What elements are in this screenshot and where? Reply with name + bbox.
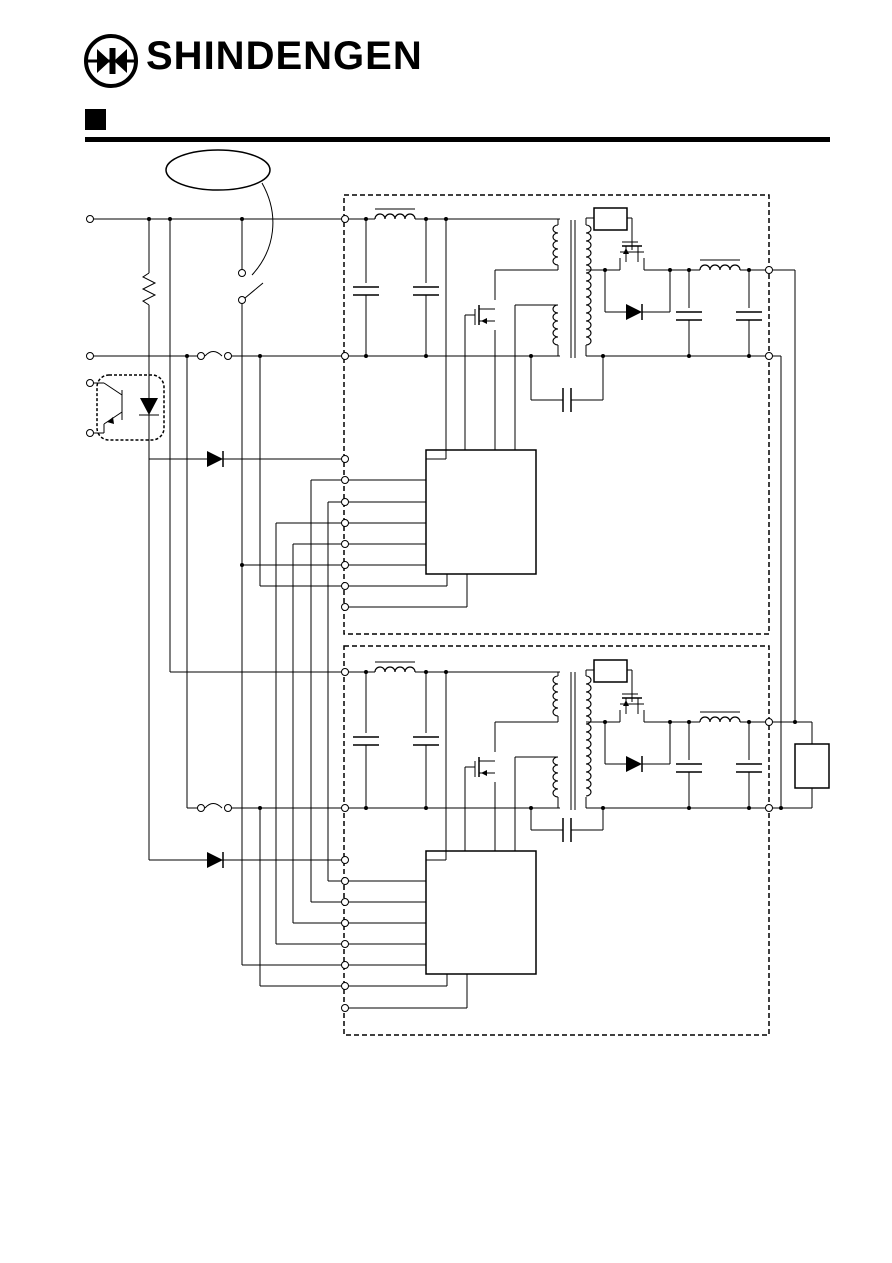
shindengen-diode-logo-icon [84,34,138,88]
resistor-icon [141,272,157,306]
header-rule [85,137,830,142]
power-module-1 [343,194,770,635]
diode-icon [207,451,224,868]
brand-name: SHINDENGEN [146,34,423,78]
switch-icon [244,282,264,299]
load-icon [794,743,830,789]
optocoupler-icon [96,374,165,441]
power-module-2 [343,645,770,1036]
page-header: SHINDENGEN [0,0,892,150]
fuse-icon [204,351,223,357]
terminals [86,215,773,1012]
note-callout [165,149,271,191]
controller-ic-icon [425,449,537,575]
section-marker [85,109,106,130]
transformer-icon [593,207,628,231]
